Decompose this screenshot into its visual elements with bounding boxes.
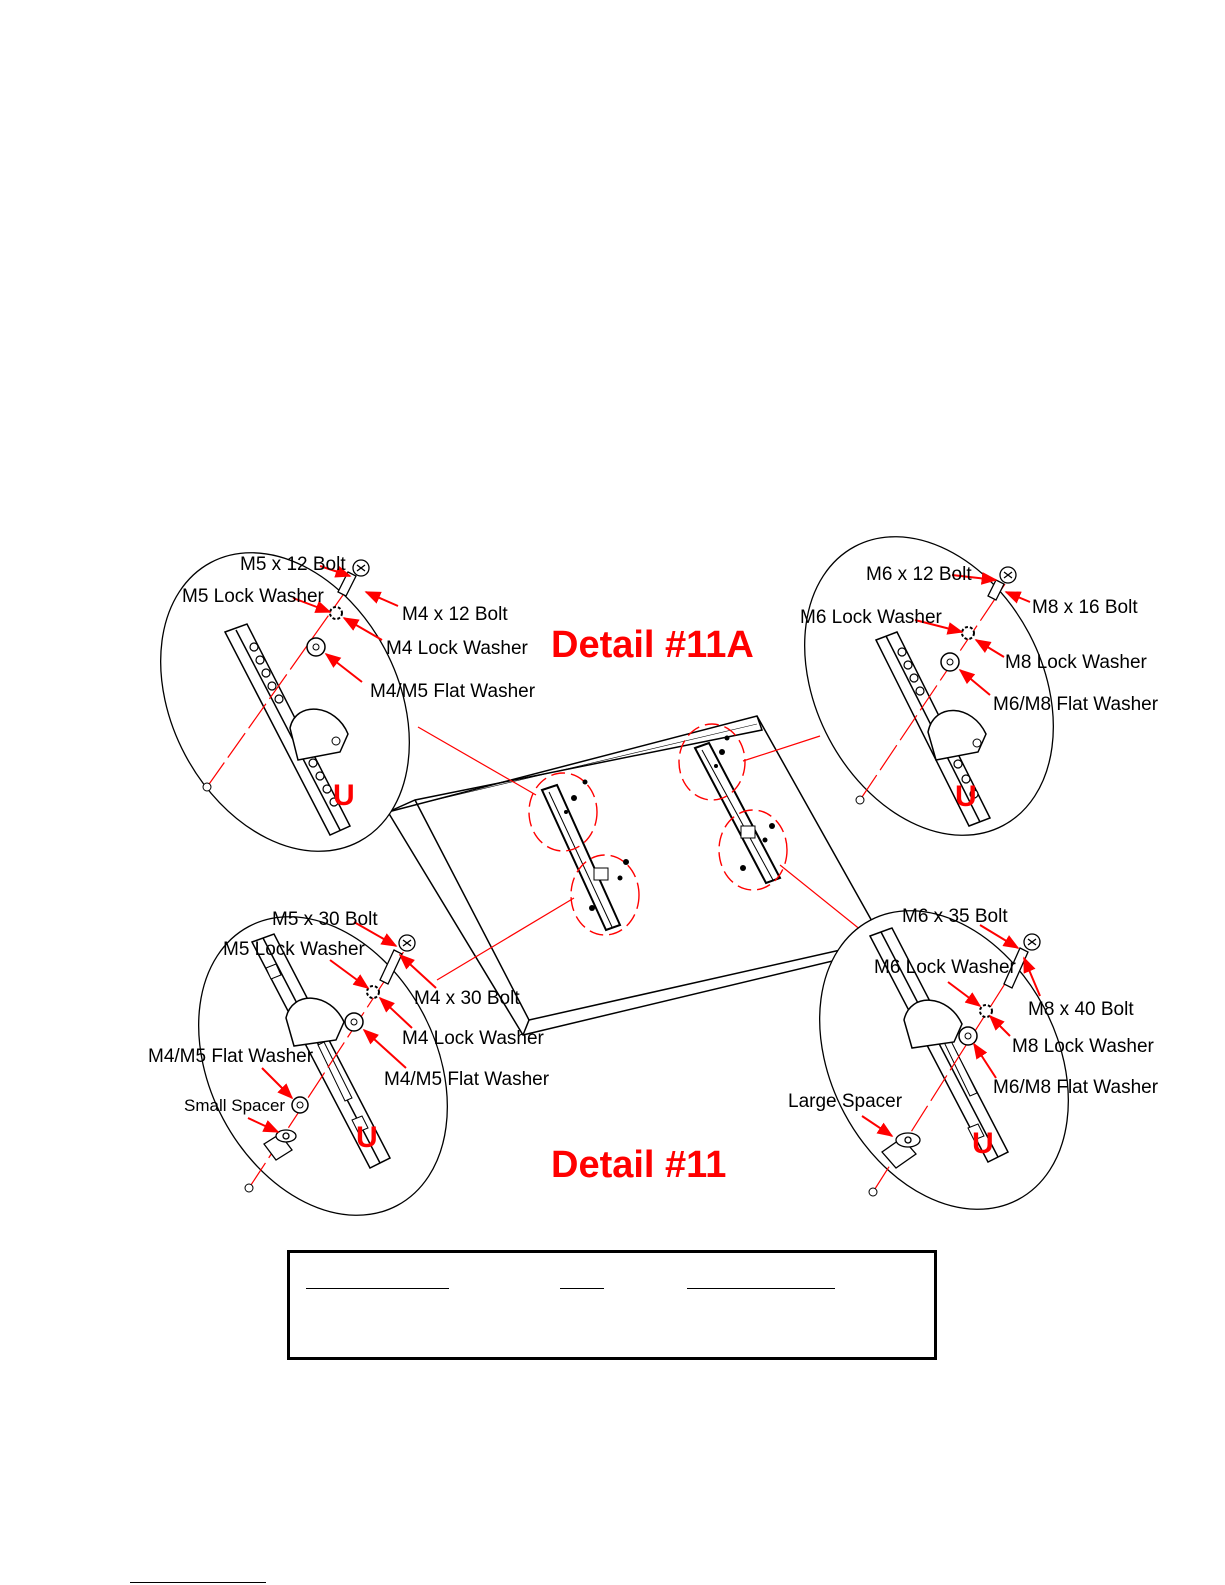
label-br-lock-a: M6 Lock Washer (874, 957, 1017, 978)
table-header-rule-2 (560, 1288, 604, 1289)
bolt-tr (987, 566, 1017, 601)
callout-circle-tr (678, 723, 746, 801)
hook-tl (289, 708, 349, 761)
flat-washer-tl (306, 637, 326, 657)
plate-hardware (564, 735, 775, 911)
label-bl-bolt-b: M4 x 30 Bolt (414, 988, 520, 1009)
label-bl-lock-b: M4 Lock Washer (402, 1028, 545, 1049)
label-tr-bolt-a: M6 x 12 Bolt (866, 564, 972, 585)
hook-bl (285, 997, 345, 1047)
u-mark-tr: U (955, 780, 977, 813)
bolt-br (1003, 933, 1041, 989)
label-tl-flat: M4/M5 Flat Washer (370, 681, 536, 702)
u-mark-bl: U (356, 1121, 378, 1154)
large-spacer-shape (881, 1132, 921, 1169)
label-tl-lock-a: M5 Lock Washer (182, 586, 325, 607)
magnified-view-top-right: U (804, 536, 1054, 836)
label-tl-lock-b: M4 Lock Washer (386, 638, 529, 659)
label-tl-bolt-a: M5 x 12 Bolt (240, 554, 346, 575)
label-arrows (247, 565, 1041, 1137)
label-bl-spacer: Small Spacer (184, 1096, 285, 1115)
rail-tl (223, 623, 352, 836)
lock-washer-tl (329, 606, 343, 620)
flat-washer-br (958, 1026, 978, 1046)
hook-tr (927, 709, 987, 761)
magnified-view-bottom-left: U (198, 916, 448, 1216)
flat-washer-bl-2 (291, 1096, 309, 1114)
callout-circle-br (718, 809, 788, 891)
flat-washer-bl (344, 1012, 364, 1032)
u-mark-tl: U (333, 779, 355, 812)
label-tr-flat: M6/M8 Flat Washer (993, 694, 1159, 715)
label-br-bolt-a: M6 x 35 Bolt (902, 906, 1008, 927)
label-bl-bolt-a: M5 x 30 Bolt (272, 909, 378, 930)
lock-washer-tr (961, 626, 975, 640)
plate-rails (540, 741, 782, 932)
rail-holes-tr (897, 647, 979, 799)
hook-br (903, 999, 963, 1049)
flat-washer-tr (940, 652, 960, 672)
label-br-flat: M6/M8 Flat Washer (993, 1077, 1159, 1098)
label-tr-lock-a: M6 Lock Washer (800, 607, 943, 628)
table-header-rule-1 (306, 1288, 449, 1289)
label-tr-bolt-b: M8 x 16 Bolt (1032, 597, 1138, 618)
label-br-bolt-b: M8 x 40 Bolt (1028, 999, 1134, 1020)
small-spacer-shape (263, 1129, 297, 1161)
label-bl-lock-a: M5 Lock Washer (223, 939, 366, 960)
label-br-spacer: Large Spacer (788, 1091, 903, 1112)
label-tl-bolt-b: M4 x 12 Bolt (402, 604, 508, 625)
label-bl-flat-a: M4/M5 Flat Washer (148, 1046, 314, 1067)
detail-title-11a: Detail #11A (551, 624, 754, 666)
rail-holes-tl (249, 642, 339, 807)
u-mark-br: U (972, 1127, 994, 1160)
detail-callout-circles (528, 723, 788, 936)
label-br-lock-b: M8 Lock Washer (1012, 1036, 1155, 1057)
lock-washer-bl (366, 985, 380, 999)
parts-table-box (287, 1250, 937, 1360)
footer-rule (130, 1582, 266, 1583)
bolt-tl (337, 559, 370, 597)
part-labels: M5 x 12 Bolt M4 x 12 Bolt M5 Lock Washer… (148, 554, 1159, 1115)
label-tr-lock-b: M8 Lock Washer (1005, 652, 1148, 673)
label-bl-flat-b: M4/M5 Flat Washer (384, 1069, 550, 1090)
callout-circle-tl (528, 772, 598, 852)
bolt-bl (379, 934, 416, 985)
callout-circle-bl (570, 854, 640, 936)
lock-washer-br (979, 1004, 993, 1018)
table-header-rule-3 (687, 1288, 835, 1289)
detail-title-11: Detail #11 (551, 1144, 726, 1186)
